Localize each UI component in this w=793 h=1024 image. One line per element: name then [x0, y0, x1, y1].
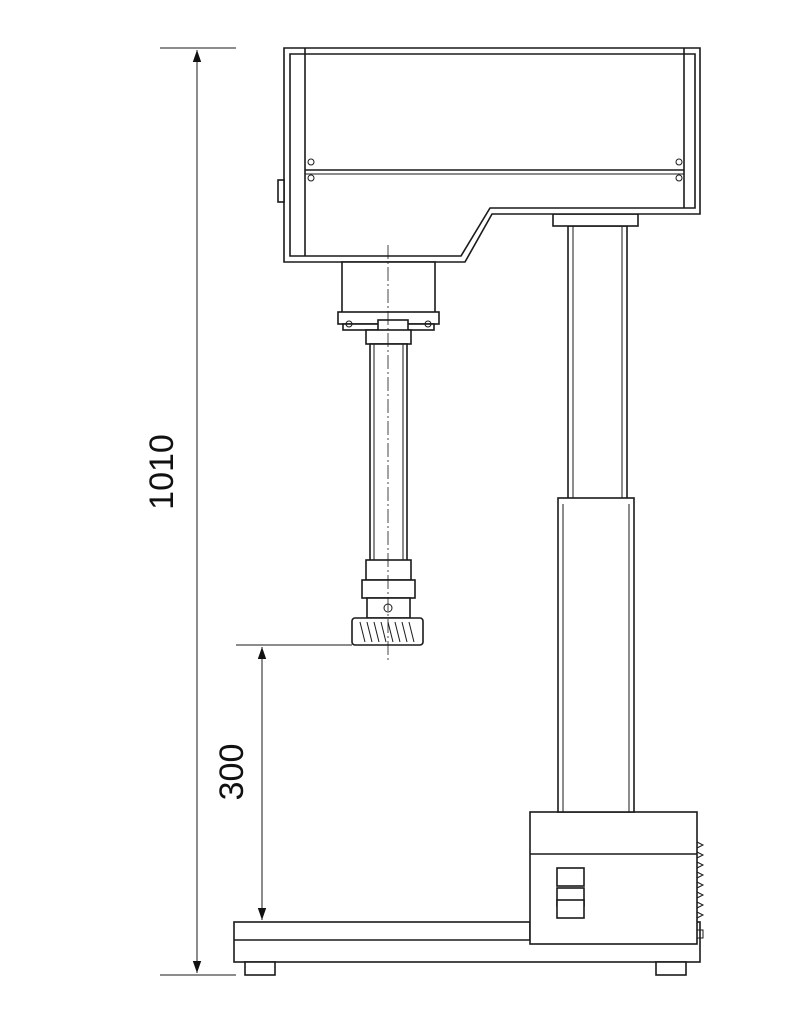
dimension-total-height: 1010 [143, 47, 236, 976]
column-lower [557, 497, 635, 813]
screw [307, 158, 315, 166]
column [552, 213, 639, 813]
dimension-label-clearance: 300 [213, 744, 251, 801]
column-top-cap [552, 213, 639, 227]
cutting-tool [351, 617, 424, 646]
foot-left [244, 961, 276, 976]
switch-lower [556, 899, 585, 919]
cooling-fins [696, 841, 705, 939]
screw [307, 174, 315, 182]
dimension-clearance-height: 300 [213, 644, 352, 920]
column-upper [567, 225, 628, 505]
head-housing [277, 47, 701, 263]
drive-shaft [361, 329, 416, 619]
dimension-label-total: 1010 [143, 434, 181, 510]
base-plate [233, 921, 701, 976]
screw [675, 158, 683, 166]
foot-right [655, 961, 687, 976]
side-knob [277, 179, 285, 203]
spindle-housing [337, 261, 440, 333]
screw [675, 174, 683, 182]
switch-upper [556, 867, 585, 887]
control-box [529, 811, 705, 945]
